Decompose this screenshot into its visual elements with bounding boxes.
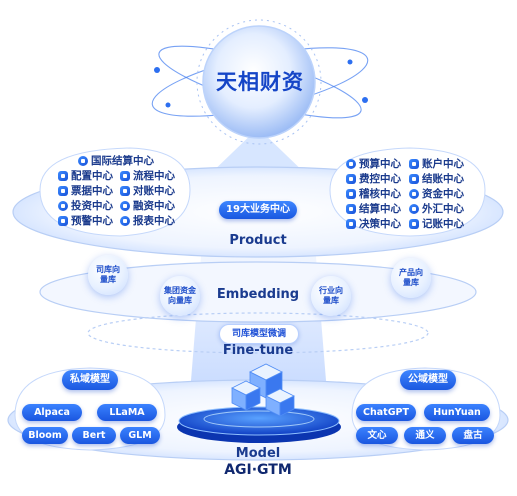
expense-icon <box>346 173 356 184</box>
module-expense[interactable]: 费控中心 <box>346 171 401 186</box>
brand-title: 天相财资 <box>216 70 304 94</box>
module-funds[interactable]: 资金中心 <box>409 186 464 201</box>
module-bills[interactable]: 票据中心 <box>58 183 113 198</box>
model-wenxin[interactable]: 文心 <box>356 427 398 444</box>
module-decision[interactable]: 决策中心 <box>346 216 401 231</box>
globe-halo <box>196 19 322 145</box>
funds-icon <box>409 188 419 199</box>
module-bookkeeping[interactable]: 记账中心 <box>409 216 464 231</box>
model-glm[interactable]: GLM <box>120 427 160 444</box>
module-financing[interactable]: 融资中心 <box>120 198 175 213</box>
orbit-dot-3 <box>165 102 171 108</box>
beam-arrow <box>206 128 310 178</box>
bill-icon <box>58 185 68 196</box>
finetune-ring <box>87 312 429 354</box>
coin-icon <box>120 200 130 211</box>
cube-cluster <box>231 363 295 417</box>
forex-icon <box>409 203 419 214</box>
embedding-product-vector-db[interactable]: 产品向量库 <box>391 258 431 298</box>
finetune-layer-label: Fine-tune <box>222 343 294 358</box>
model-bert[interactable]: Bert <box>72 427 116 444</box>
orbit-dot-1 <box>154 67 160 73</box>
model-hunyuan[interactable]: HunYuan <box>424 404 490 421</box>
invest-icon <box>58 200 68 211</box>
orbit-dot-2 <box>362 97 368 103</box>
public-model-group-title: 公域模型 <box>400 370 456 390</box>
model-pangu[interactable]: 盘古 <box>452 427 494 444</box>
flow-icon <box>120 170 130 181</box>
audit-icon <box>346 188 356 199</box>
embedding-layer-label: Embedding <box>216 287 300 302</box>
module-account[interactable]: 账户中心 <box>409 156 464 171</box>
orbit-dot-4 <box>347 59 353 65</box>
module-process[interactable]: 流程中心 <box>120 168 175 183</box>
alarm-icon <box>58 215 68 226</box>
model-layer-label: Model <box>235 446 281 461</box>
ledger-icon <box>409 218 419 229</box>
model-llama[interactable]: LLaMA <box>97 404 157 421</box>
card-icon <box>409 158 419 169</box>
embedding-group-funds-vector-db[interactable]: 集团资金向量库 <box>160 276 200 316</box>
closing-icon <box>409 173 419 184</box>
module-invest[interactable]: 投资中心 <box>58 198 113 213</box>
right-module-card <box>329 147 486 237</box>
model-alpaca[interactable]: Alpaca <box>22 404 82 421</box>
product-layer-label: Product <box>229 233 287 248</box>
budget-icon <box>346 158 356 169</box>
settlement-icon <box>346 203 356 214</box>
module-settlement[interactable]: 结算中心 <box>346 201 401 216</box>
globe <box>202 25 316 139</box>
gear-icon <box>58 170 68 181</box>
decision-icon <box>346 218 356 229</box>
model-layer-sublabel: AGI·GTM <box>224 462 292 478</box>
model-bloom[interactable]: Bloom <box>22 427 68 444</box>
module-budget[interactable]: 预算中心 <box>346 156 401 171</box>
module-report[interactable]: 报表中心 <box>120 213 175 228</box>
module-alert[interactable]: 预警中心 <box>58 213 113 228</box>
embedding-treasury-vector-db[interactable]: 司库向量库 <box>88 255 128 295</box>
module-config[interactable]: 配置中心 <box>58 168 113 183</box>
business-centers-badge: 19大业务中心 <box>219 201 297 219</box>
document-icon <box>120 185 130 196</box>
module-forex[interactable]: 外汇中心 <box>409 201 464 216</box>
left-module-card <box>39 147 191 237</box>
model-chatgpt[interactable]: ChatGPT <box>356 404 416 421</box>
globe-icon <box>78 155 88 166</box>
finetune-badge: 司库模型微调 <box>219 324 299 344</box>
module-intl-settlement[interactable]: 国际结算中心 <box>78 153 154 168</box>
embedding-ring <box>39 261 477 323</box>
module-closing[interactable]: 结账中心 <box>409 171 464 186</box>
module-reconcile[interactable]: 对账中心 <box>120 183 175 198</box>
model-tongyi[interactable]: 通义 <box>404 427 446 444</box>
report-icon <box>120 215 130 226</box>
embedding-industry-vector-db[interactable]: 行业向量库 <box>311 276 351 316</box>
module-audit[interactable]: 稽核中心 <box>346 186 401 201</box>
private-model-group-title: 私域模型 <box>62 370 118 390</box>
